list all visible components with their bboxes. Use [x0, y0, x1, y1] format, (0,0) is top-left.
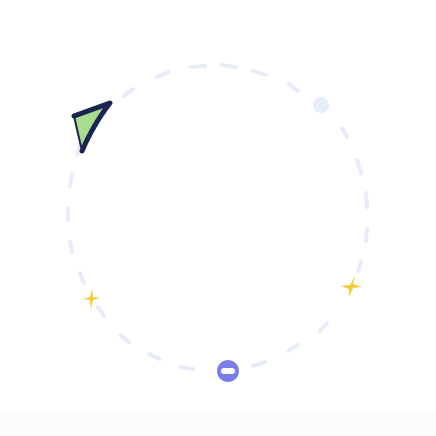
ring-dash — [340, 126, 349, 139]
ring-dash — [189, 64, 207, 69]
dot-icon — [313, 97, 329, 113]
ring-dash — [96, 305, 106, 318]
ring-dash — [68, 240, 74, 254]
ring-dash — [122, 87, 135, 98]
ring-dash — [355, 158, 363, 175]
footer-strip — [0, 412, 436, 436]
ring-dash — [364, 227, 369, 243]
ring-dash — [251, 69, 268, 77]
yellow-star-icon — [83, 289, 100, 309]
yellow-star-icon — [341, 276, 362, 297]
ring-dash — [179, 365, 195, 371]
dashed-ring — [66, 63, 369, 371]
ring-dash — [75, 144, 82, 157]
ring-dash — [155, 70, 171, 79]
ring-dash — [364, 191, 369, 209]
ring-dash — [78, 271, 86, 285]
ring-dash — [356, 260, 363, 273]
ring-dash — [318, 321, 329, 333]
ring-dash — [118, 333, 131, 344]
purple-minus-badge-icon — [217, 360, 239, 382]
ring-dash — [287, 82, 300, 93]
protractor-icon — [71, 100, 113, 154]
ring-dash — [286, 343, 300, 353]
ring-dash — [68, 172, 74, 188]
ring-dash — [220, 63, 238, 69]
ring-dash — [251, 360, 267, 368]
ring-dash — [147, 352, 162, 361]
